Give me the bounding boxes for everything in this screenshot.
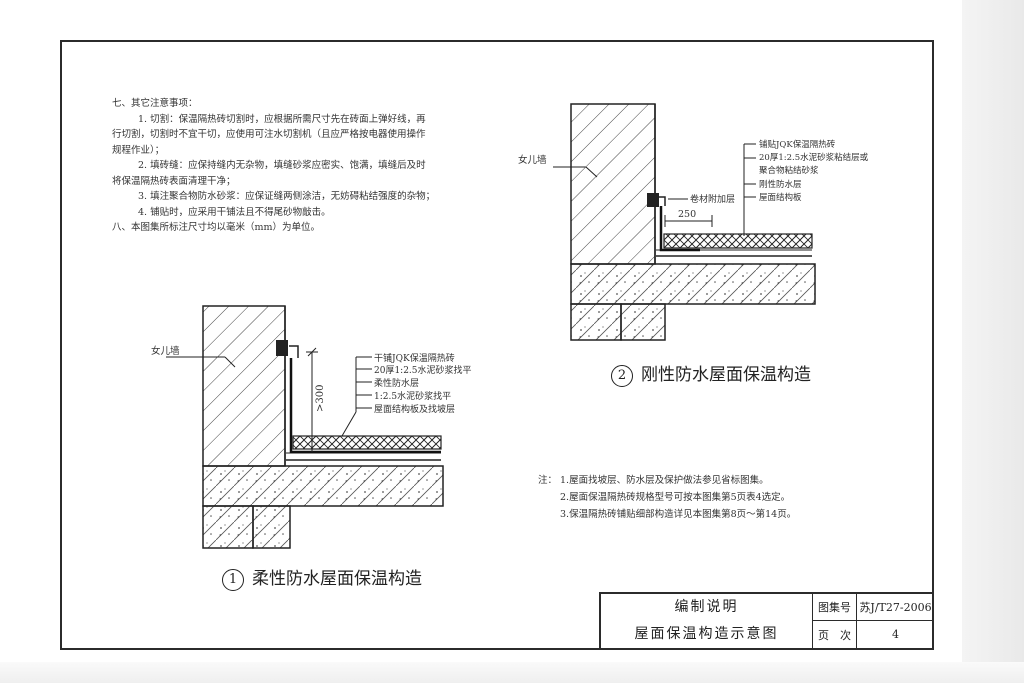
atlas-number-value: 苏J/T27-2006	[857, 594, 934, 621]
note-line: 行切割，切割时不宜干切，应使用可注水切割机（且应严格按电器使用操作	[112, 129, 426, 140]
diagram1-caption: 1 柔性防水屋面保温构造	[222, 564, 422, 591]
atlas-number-label: 图集号	[813, 594, 857, 621]
footnote-line: 3.保温隔热砖铺贴细部构造详见本图集第8页～第14页。	[560, 509, 797, 520]
page-number-label: 页 次	[813, 621, 857, 648]
note-line: 将保温隔热砖表面清理干净；	[112, 175, 236, 187]
page-edge-right	[962, 0, 1024, 683]
footnote-line: 2.屋面保温隔热砖规格型号可按本图集第5页表4选定。	[560, 492, 791, 503]
note-line: 3. 填注聚合物防水砂浆：应保证缝两侧涂洁，无妨碍粘结强度的杂物；	[138, 191, 436, 202]
diagram2-caption-text: 刚性防水屋面保温构造	[641, 365, 811, 385]
title-block: 编制说明 屋面保温构造示意图 图集号 苏J/T27-2006 页 次 4	[599, 592, 934, 648]
page-edge-bottom	[0, 662, 1024, 683]
note-line: 七、其它注意事项：	[112, 98, 198, 109]
title-line-1: 编制说明	[674, 599, 739, 615]
title-block-grid: 图集号 苏J/T27-2006 页 次 4	[813, 594, 934, 648]
footnotes: 注：1.屋面找坡层、防水层及保护做法参见省标图集。 2.屋面保温隔热砖规格型号可…	[538, 472, 796, 523]
title-line-2: 屋面保温构造示意图	[634, 626, 779, 642]
diagram2-caption: 2 刚性防水屋面保温构造	[611, 360, 811, 387]
construction-notes: 七、其它注意事项： 1. 切割：保温隔热砖切割时，应根据所需尺寸先在砖面上弹好线…	[112, 96, 552, 236]
note-line: 1. 切割：保温隔热砖切割时，应根据所需尺寸先在砖面上弹好线，再	[138, 113, 426, 125]
note-line: 规程作业）；	[112, 144, 165, 156]
diagram1-number-badge: 1	[222, 568, 244, 591]
note-line: 2. 填砖缝：应保持缝内无杂物，填缝砂浆应密实、饱满，填缝后及时	[138, 160, 426, 171]
diagram1-caption-text: 柔性防水屋面保温构造	[252, 569, 422, 589]
drawing-frame	[60, 40, 934, 650]
note-line: 八、本图集所标注尺寸均以毫米（mm）为单位。	[112, 222, 321, 233]
page-number-value: 4	[892, 628, 899, 641]
footnote-lead: 注：	[538, 475, 558, 486]
diagram2-number-badge: 2	[611, 364, 633, 387]
footnote-line: 1.屋面找坡层、防水层及保护做法参见省标图集。	[560, 475, 769, 486]
title-block-title: 编制说明 屋面保温构造示意图	[601, 594, 813, 648]
note-line: 4. 铺贴时，应采用干铺法且不得尾砂物敲击。	[138, 206, 331, 218]
